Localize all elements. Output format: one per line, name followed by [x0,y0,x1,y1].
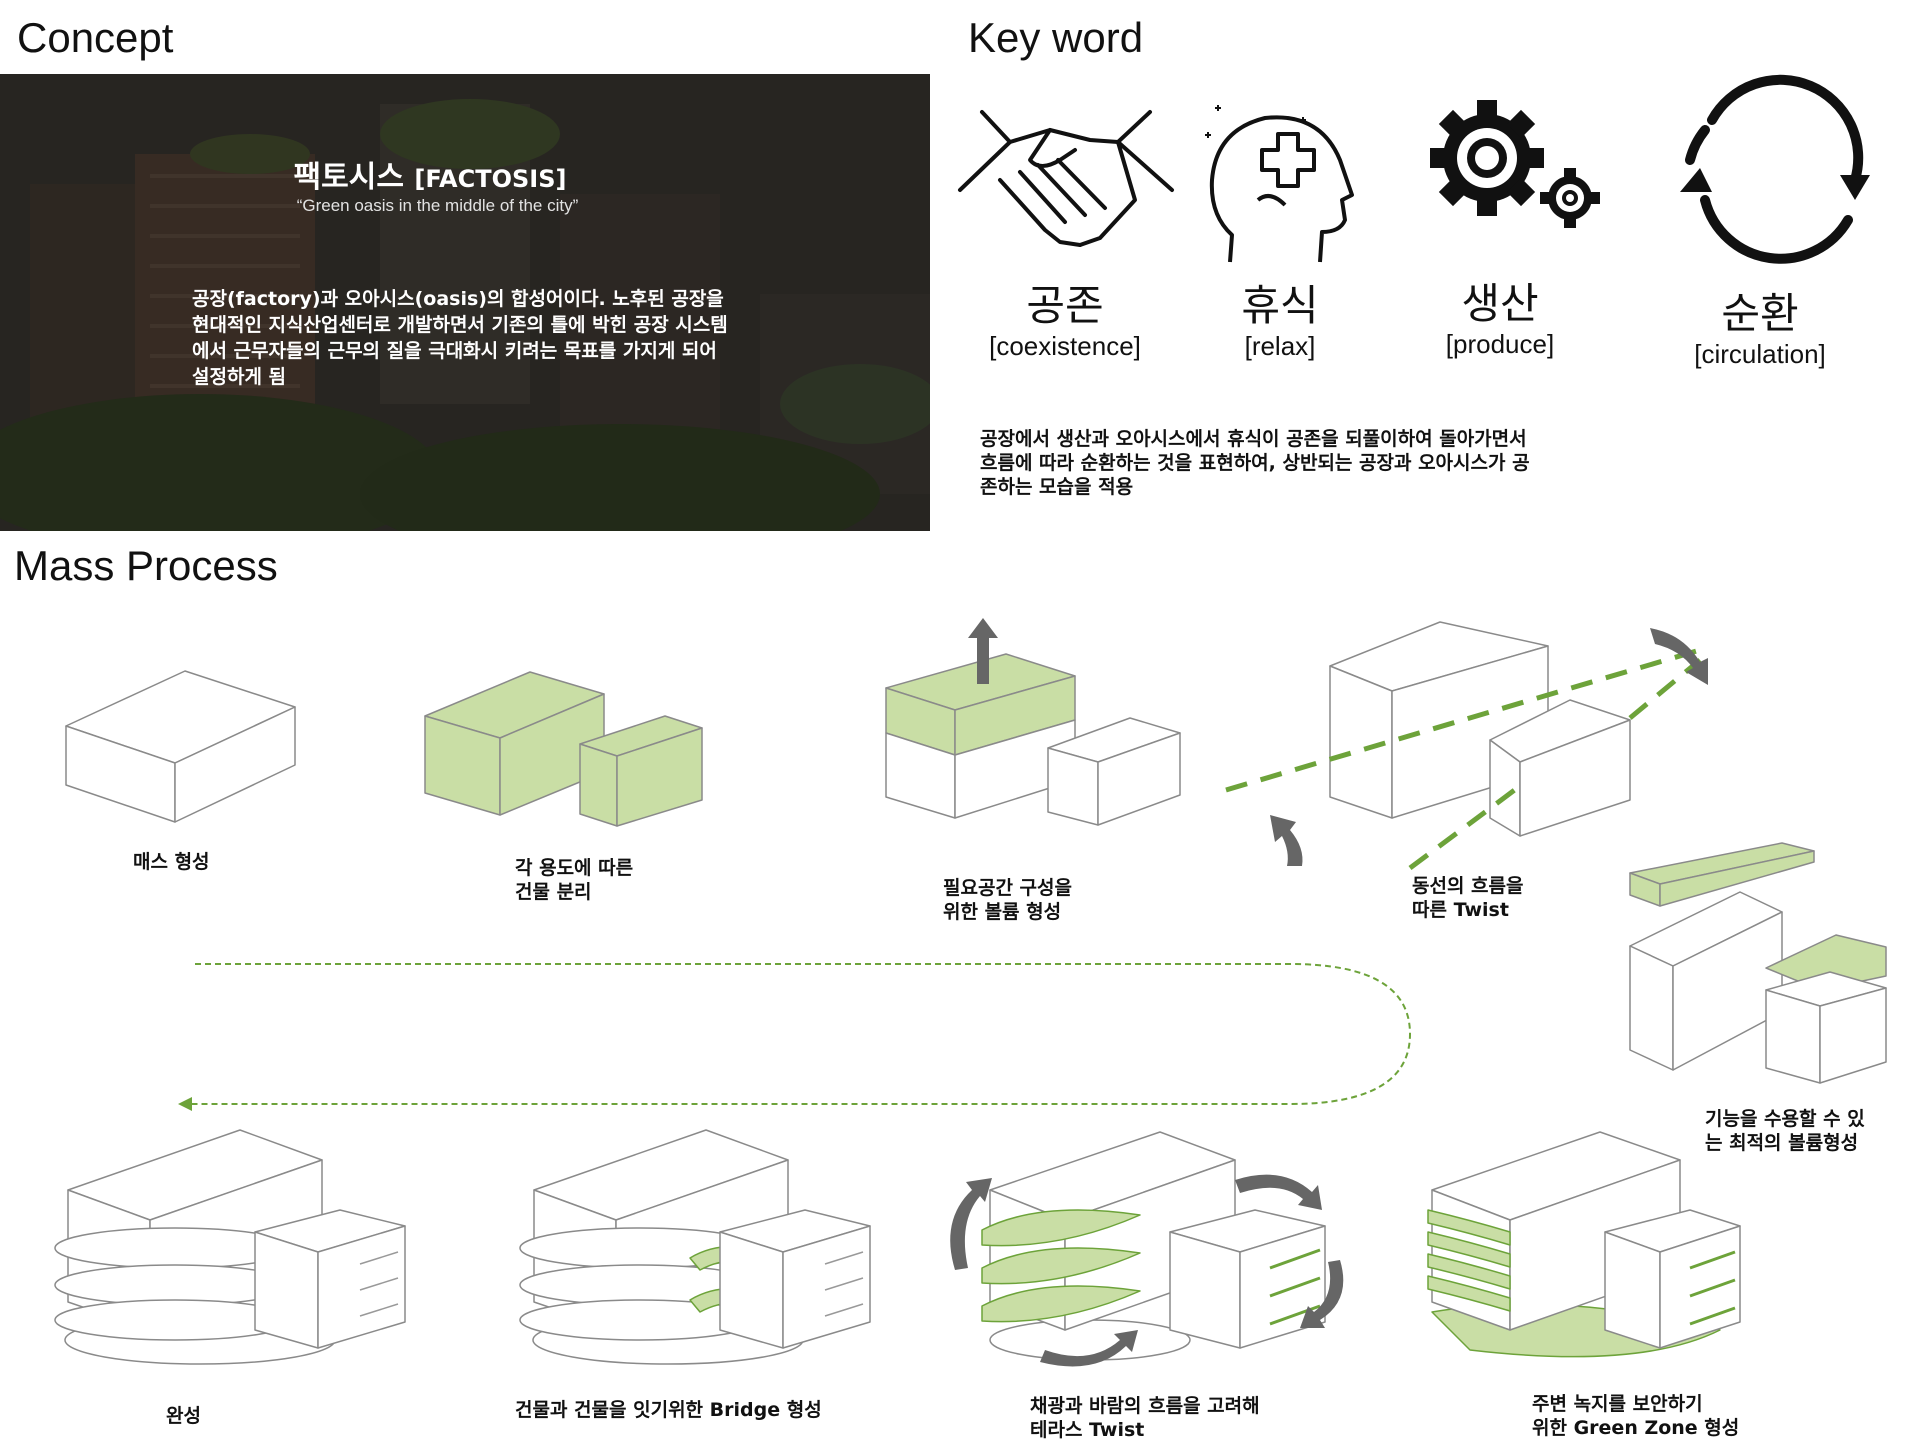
mass-step-5-volume [1629,842,1887,1084]
mass-process-heading: Mass Process [14,542,278,589]
mass-step-1-box [65,670,296,823]
keyword-en: [circulation] [1694,339,1826,369]
concept-heading: Concept [17,14,174,61]
keyword-en: [relax] [1244,331,1316,361]
concept-background-image [0,74,930,531]
mass-step-3-volume [885,653,1181,826]
step-caption: 건물과 건물을 잇기위한 Bridge 형성 [515,1399,822,1421]
keyword-item-produce: 생산 [produce] [1410,280,1590,360]
keyword-ko: 순환 [1721,289,1799,338]
concept-description: 공장(factory)과 오아시스(oasis)의 합성어이다. 노후된 공장을… [192,288,728,388]
flow-arrowhead-icon [178,1097,192,1111]
keyword-ko: 휴식 [1241,281,1319,330]
up-arrow-icon [968,618,998,684]
step-caption: 완성 [166,1405,201,1427]
head-cross-icon [1205,105,1354,263]
mass-step-6-green-zone [1427,1131,1741,1358]
keyword-en: [coexistence] [989,331,1141,361]
rotation-arrows-icon [950,1174,1344,1367]
mass-step-9-complete [54,1129,406,1365]
concept-subtitle: “Green oasis in the middle of the city” [296,196,579,215]
mass-step-4-twist [1329,621,1631,837]
keyword-item-relax: 휴식 [relax] [1210,282,1350,362]
keyword-ko: 생산 [1461,279,1539,328]
twist-arrow-icon [1270,628,1708,866]
gears-icon [1430,100,1600,228]
step-caption: 매스 형성 [133,851,210,873]
handshake-icon [952,95,1177,267]
concept-image-panel: 팩토시스 [FACTOSIS] “Green oasis in the midd… [0,74,930,531]
concept-title: 팩토시스 [FACTOSIS] [293,160,567,195]
circular-arrows-icon [1680,74,1870,264]
keyword-description: 공장에서 생산과 오아시스에서 휴식이 공존을 되풀이하여 돌아가면서 흐름에 … [980,428,1530,498]
mass-step-2-boxes [424,671,703,827]
mass-step-8-bridge [519,1129,871,1365]
keyword-heading: Key word [968,14,1144,61]
process-flow-arrow [185,963,1412,1105]
flow-dashed-lines [1225,647,1702,871]
keyword-item-coexistence: 공존 [coexistence] [960,282,1170,362]
mass-step-7-terrace [981,1131,1326,1361]
keyword-en: [produce] [1445,329,1555,359]
keyword-ko: 공존 [1026,281,1104,330]
keyword-item-circulation: 순환 [circulation] [1660,290,1860,370]
